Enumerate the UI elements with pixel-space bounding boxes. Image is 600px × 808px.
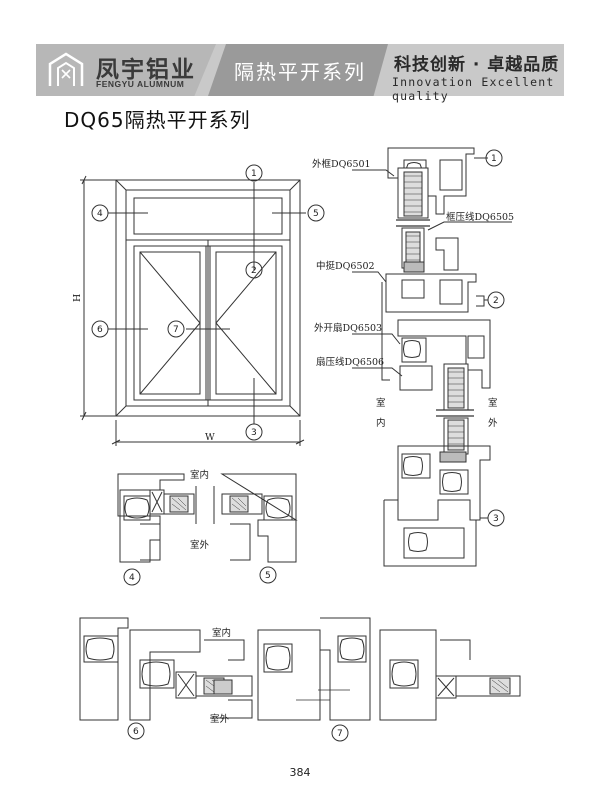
callout-2 xyxy=(245,261,263,279)
elev-num-4: 4 xyxy=(97,209,103,219)
horizontal-section-top xyxy=(117,473,298,586)
bottom-callout-6 xyxy=(127,722,145,740)
section-callout-1 xyxy=(485,149,503,167)
mid-num-4: 4 xyxy=(129,573,135,583)
bottom-outdoor-label: 室外 xyxy=(210,713,230,725)
label-indoor-b: 内 xyxy=(376,417,386,429)
page-title: DQ65隔热平开系列 xyxy=(64,108,251,132)
mid-callout-5 xyxy=(259,566,277,584)
elev-num-2: 2 xyxy=(251,266,257,276)
height-label: H xyxy=(72,294,83,302)
bottom-num-6: 6 xyxy=(133,727,139,737)
elev-num-5: 5 xyxy=(313,209,319,219)
brand-name-cn: 凤宇铝业 xyxy=(96,57,196,83)
bottom-indoor-label: 室内 xyxy=(212,627,231,639)
horizontal-section-bottom xyxy=(79,617,521,742)
section-callout-3 xyxy=(487,509,505,527)
label-outdoor-b: 外 xyxy=(488,417,498,429)
sec-num-2: 2 xyxy=(493,296,499,306)
window-elevation xyxy=(80,164,325,446)
width-label: W xyxy=(205,432,215,443)
label-outward-sash: 外开扇DQ6503 xyxy=(314,322,382,334)
elev-num-1: 1 xyxy=(251,169,257,179)
series-tab xyxy=(208,44,388,96)
mid-indoor-label: 室内 xyxy=(190,469,209,481)
callout-4 xyxy=(91,204,109,222)
elev-num-6: 6 xyxy=(97,325,103,335)
sec-num-1: 1 xyxy=(491,154,497,164)
label-outdoor-a: 室 xyxy=(488,397,498,409)
callout-3 xyxy=(245,423,263,441)
series-title: 隔热平开系列 xyxy=(234,60,366,84)
page-number: 384 xyxy=(289,766,311,779)
mid-num-5: 5 xyxy=(265,571,271,581)
label-frame-bead: 框压线DQ6505 xyxy=(446,211,514,223)
slogan-cn: 科技创新 · 卓越品质 xyxy=(394,55,560,75)
label-outer-frame: 外框DQ6501 xyxy=(312,158,371,170)
callout-6 xyxy=(91,320,109,338)
elev-num-7: 7 xyxy=(173,325,179,335)
label-indoor-a: 室 xyxy=(376,397,386,409)
section-callout-2 xyxy=(487,291,505,309)
company-logo-icon xyxy=(48,52,84,86)
label-sash-bead: 扇压线DQ6506 xyxy=(316,356,384,368)
elev-num-3: 3 xyxy=(251,428,257,438)
vertical-section xyxy=(352,147,512,567)
mid-callout-4 xyxy=(123,568,141,586)
header-banner: 凤宇铝业 FENGYU ALUMNUM 隔热平开系列 科技创新 · 卓越品质 I… xyxy=(36,44,564,103)
sec-num-3: 3 xyxy=(493,514,499,524)
brand-name-en: FENGYU ALUMNUM xyxy=(96,79,185,89)
callout-1 xyxy=(245,164,263,182)
label-mullion: 中挺DQ6502 xyxy=(316,260,375,272)
bottom-callout-7 xyxy=(331,724,349,742)
bottom-num-7: 7 xyxy=(337,729,343,739)
callout-5 xyxy=(307,204,325,222)
callout-7 xyxy=(167,320,185,338)
slogan-en: Innovation Excellent quality xyxy=(392,75,555,103)
mid-outdoor-label: 室外 xyxy=(190,539,210,551)
